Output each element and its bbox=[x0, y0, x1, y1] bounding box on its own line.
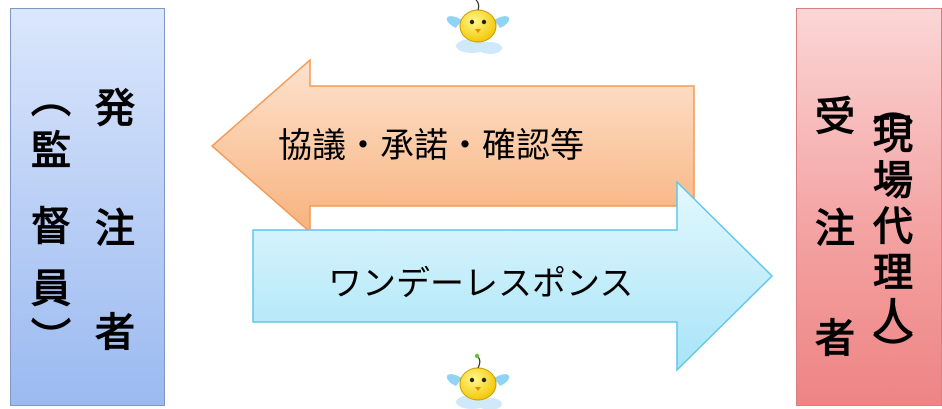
contractor-char-1: 受 bbox=[815, 94, 855, 140]
supervisor-char-2: 督 bbox=[31, 204, 71, 250]
supervisor-char-1: 監 bbox=[31, 128, 71, 174]
orderer-char-1: 発 bbox=[95, 86, 135, 132]
right-arrow bbox=[252, 180, 774, 372]
contractor-char-2: 注 bbox=[815, 206, 855, 252]
site-agent-char-2: 場 bbox=[873, 158, 913, 204]
orderer-char-2: 注 bbox=[95, 206, 135, 252]
site-agent-char-3: 代 bbox=[873, 204, 913, 250]
mascot-bottom-icon bbox=[446, 353, 510, 409]
bottom-arrow-label: ワンデーレスポンス bbox=[328, 264, 634, 304]
site-agent-char-4: 理 bbox=[873, 250, 913, 296]
supervisor-paren-open: ︵ bbox=[31, 76, 71, 122]
contractor-box: 受 注 者 ︵ 現 場 代 理 人 ︶ bbox=[796, 8, 942, 406]
top-arrow-label: 協議・承諾・確認等 bbox=[278, 126, 584, 166]
supervisor-paren-close: ︶ bbox=[31, 316, 71, 362]
site-agent-paren-open: ︵ bbox=[873, 84, 913, 130]
supervisor-char-3: 員 bbox=[31, 266, 71, 312]
orderer-char-3: 者 bbox=[95, 310, 135, 356]
left-arrow bbox=[210, 58, 695, 234]
contractor-char-3: 者 bbox=[815, 316, 855, 362]
site-agent-char-1: 現 bbox=[873, 112, 913, 158]
site-agent-char-5: 人 bbox=[873, 296, 913, 342]
site-agent-paren-close: ︶ bbox=[873, 330, 913, 376]
mascot-top-icon bbox=[446, 0, 510, 54]
orderer-box: 発 注 者 ︵ 監 督 員 ︶ bbox=[10, 8, 165, 406]
